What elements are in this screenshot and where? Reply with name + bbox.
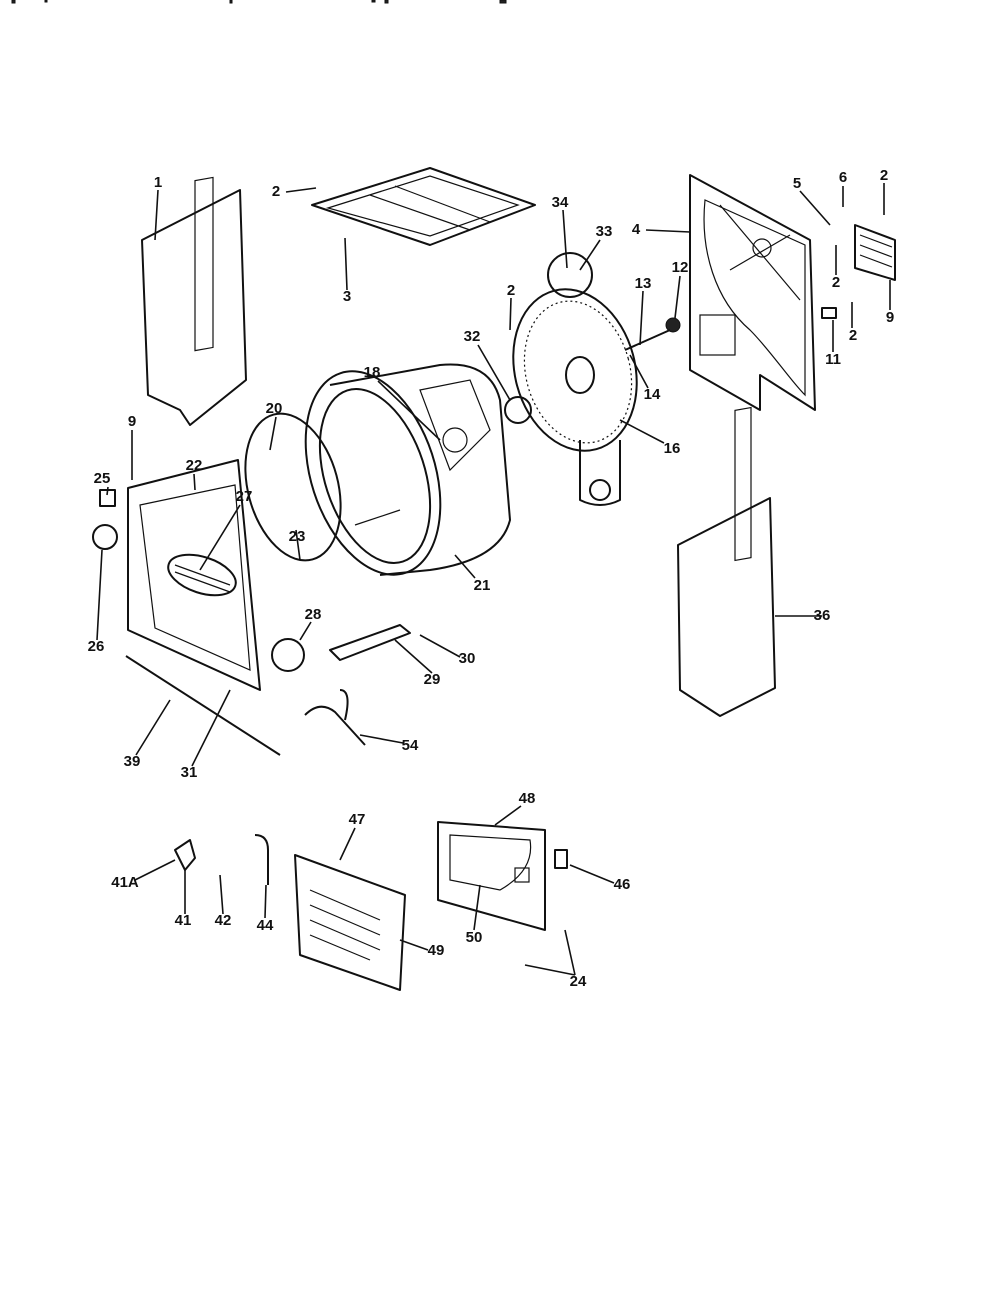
label-49: 49 (428, 942, 445, 959)
part-32-bearing (504, 396, 532, 424)
label-21: 21 (474, 577, 491, 594)
label-22: 22 (186, 457, 203, 474)
part-54-wire (304, 689, 366, 746)
label-23: 23 (289, 528, 306, 545)
part-seal-ring (244, 412, 342, 562)
label-9: 9 (128, 413, 136, 430)
label-9: 9 (886, 309, 894, 326)
label-1: 1 (154, 174, 162, 191)
label-44: 44 (257, 917, 274, 934)
part-12 (665, 317, 681, 333)
part-46-latch (554, 849, 568, 869)
part-13-shaft (624, 329, 671, 351)
label-6: 6 (839, 169, 847, 186)
label-26: 26 (88, 638, 105, 655)
label-54: 54 (402, 737, 419, 754)
label-20: 20 (266, 400, 283, 417)
label-11: 11 (825, 351, 841, 368)
label-25: 25 (94, 470, 111, 487)
label-2: 2 (832, 274, 840, 291)
label-31: 31 (181, 764, 198, 781)
label-34: 34 (552, 194, 569, 211)
part-labels: 1 2 3 34 33 4 5 6 2 2 9 2 11 12 13 14 2 … (88, 167, 895, 990)
label-30: 30 (459, 650, 476, 667)
label-18: 18 (364, 364, 381, 381)
label-24: 24 (570, 973, 587, 990)
part-11 (821, 307, 837, 319)
label-42: 42 (215, 912, 232, 929)
part-28-callout (271, 638, 305, 672)
part-drum-bearing-support (512, 288, 638, 506)
label-41: 41 (175, 912, 192, 929)
label-50: 50 (466, 929, 483, 946)
part-callout-33-34 (547, 252, 593, 298)
label-39: 39 (124, 753, 141, 770)
label-13: 13 (635, 275, 652, 292)
part-39-strip (125, 655, 281, 756)
label-2: 2 (272, 183, 280, 200)
label-2: 2 (880, 167, 888, 184)
part-drum (304, 363, 511, 576)
part-front-panel (127, 459, 261, 691)
label-16: 16 (664, 440, 681, 457)
label-4: 4 (632, 221, 641, 238)
part-top-panel (311, 167, 536, 246)
part-rear-bulkhead (689, 174, 816, 411)
label-2: 2 (507, 282, 515, 299)
label-14: 14 (644, 386, 661, 403)
label-5: 5 (793, 175, 801, 192)
label-48: 48 (519, 790, 536, 807)
header-marks (11, 0, 507, 4)
label-27: 27 (236, 488, 253, 505)
part-44-rod (254, 834, 269, 885)
label-2: 2 (849, 327, 857, 344)
part-side-panel-right (677, 406, 776, 717)
label-41a: 41A (111, 874, 139, 891)
label-46: 46 (614, 876, 631, 893)
label-32: 32 (464, 328, 481, 345)
part-vent-grille (854, 224, 896, 281)
label-12: 12 (672, 259, 689, 276)
label-36: 36 (814, 607, 831, 624)
part-30-bracket (329, 624, 411, 661)
part-door-frame (437, 821, 546, 931)
part-door-liner (294, 854, 406, 991)
leader-lines (96, 183, 891, 976)
part-26-callout (92, 524, 118, 550)
label-28: 28 (305, 606, 322, 623)
part-side-panel-left (141, 176, 247, 426)
label-3: 3 (343, 288, 351, 305)
label-29: 29 (424, 671, 441, 688)
label-33: 33 (596, 223, 613, 240)
part-41-hinge (174, 839, 196, 871)
label-47: 47 (349, 811, 366, 828)
